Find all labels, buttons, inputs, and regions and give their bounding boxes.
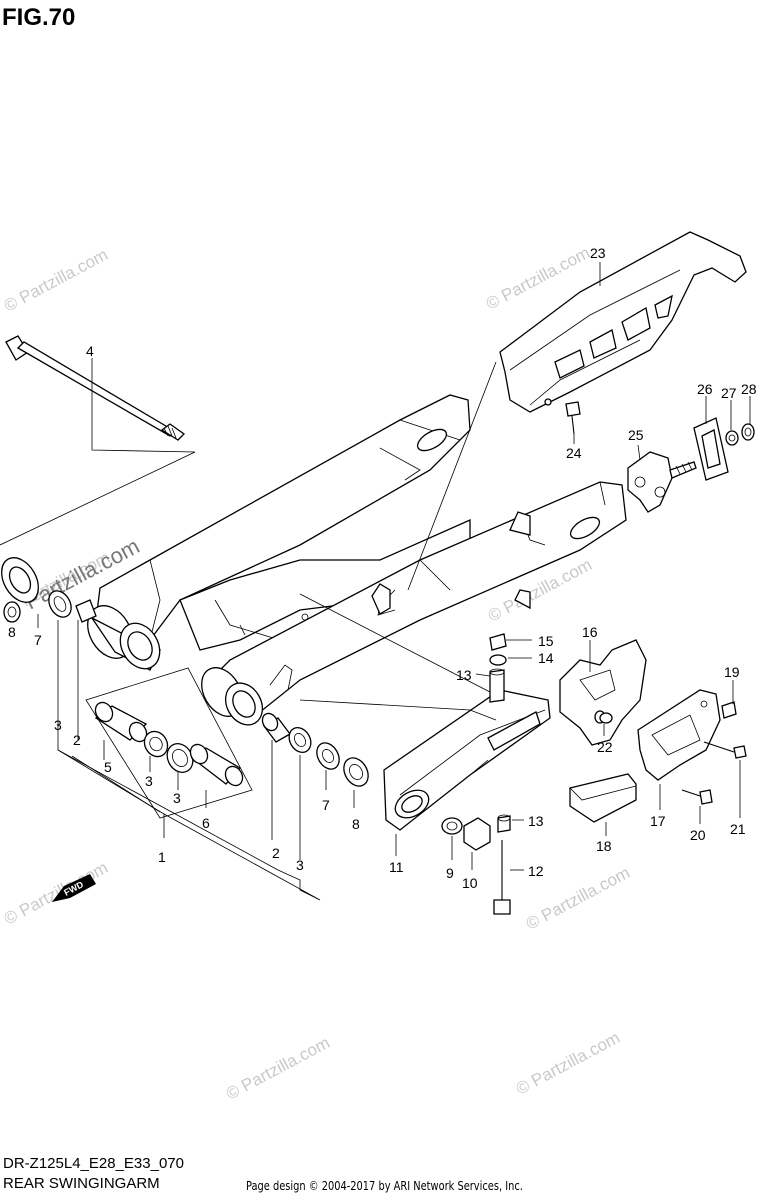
callout-28: 28 bbox=[741, 381, 757, 397]
callout-3: 3 bbox=[296, 857, 304, 873]
callout-5: 5 bbox=[104, 759, 112, 775]
chain-buffer bbox=[383, 689, 551, 831]
chain-guard bbox=[499, 231, 747, 413]
callout-2: 2 bbox=[272, 845, 280, 861]
callout-3: 3 bbox=[54, 717, 62, 733]
watermark: © Partzilla.com bbox=[223, 1033, 333, 1104]
callout-14: 14 bbox=[538, 650, 554, 666]
callout-2: 2 bbox=[73, 732, 81, 748]
callout-1: 1 bbox=[158, 849, 166, 865]
collar-22 bbox=[599, 712, 613, 724]
callout-8: 8 bbox=[8, 624, 16, 640]
callouts: 1 2 2 3 3 3 3 4 5 6 7 7 8 8 9 10 11 12 1… bbox=[8, 245, 757, 891]
callout-17: 17 bbox=[650, 813, 666, 829]
chain-slider bbox=[569, 773, 637, 823]
callout-25: 25 bbox=[628, 427, 644, 443]
callout-10: 10 bbox=[462, 875, 478, 891]
nuts-washers bbox=[441, 633, 511, 851]
callout-6: 6 bbox=[202, 815, 210, 831]
pivot-bolt bbox=[5, 335, 186, 441]
callout-24: 24 bbox=[566, 445, 582, 461]
callout-12: 12 bbox=[528, 863, 544, 879]
left-pivot-parts bbox=[1, 557, 97, 623]
callout-19: 19 bbox=[724, 664, 740, 680]
callout-20: 20 bbox=[690, 827, 706, 843]
watermark: © Partzilla.com bbox=[1, 245, 111, 316]
callout-3: 3 bbox=[173, 790, 181, 806]
callout-15: 15 bbox=[538, 633, 554, 649]
callout-21: 21 bbox=[730, 821, 746, 837]
callout-27: 27 bbox=[721, 385, 737, 401]
bolt-24 bbox=[565, 401, 581, 435]
watermark: © Partzilla.com bbox=[1, 858, 111, 929]
bushings bbox=[94, 701, 369, 787]
chain-guide-bracket bbox=[559, 639, 721, 781]
callout-23: 23 bbox=[590, 245, 606, 261]
model-code: DR-Z125L4_E28_E33_070 bbox=[3, 1155, 184, 1172]
swingarm-body bbox=[87, 394, 627, 726]
watermark: © Partzilla.com bbox=[513, 1028, 623, 1099]
callout-13: 13 bbox=[456, 667, 472, 683]
small-bolts bbox=[681, 701, 747, 805]
callout-7: 7 bbox=[34, 632, 42, 648]
bolt-12 bbox=[493, 840, 511, 915]
callout-22: 22 bbox=[597, 739, 613, 755]
callout-16: 16 bbox=[582, 624, 598, 640]
leader-lines bbox=[0, 262, 751, 901]
callout-13: 13 bbox=[528, 813, 544, 829]
callout-3: 3 bbox=[145, 773, 153, 789]
callout-26: 26 bbox=[697, 381, 713, 397]
callout-9: 9 bbox=[446, 865, 454, 881]
figure-title: FIG.70 bbox=[2, 4, 76, 31]
callout-8: 8 bbox=[352, 816, 360, 832]
callout-7: 7 bbox=[322, 797, 330, 813]
part-title: REAR SWINGINGARM bbox=[3, 1175, 160, 1192]
page-credit: Page design © 2004-2017 by ARI Network S… bbox=[246, 1179, 523, 1193]
callout-18: 18 bbox=[596, 838, 612, 854]
chain-adjuster bbox=[627, 417, 755, 513]
callout-4: 4 bbox=[86, 343, 94, 359]
callout-11: 11 bbox=[389, 859, 404, 875]
